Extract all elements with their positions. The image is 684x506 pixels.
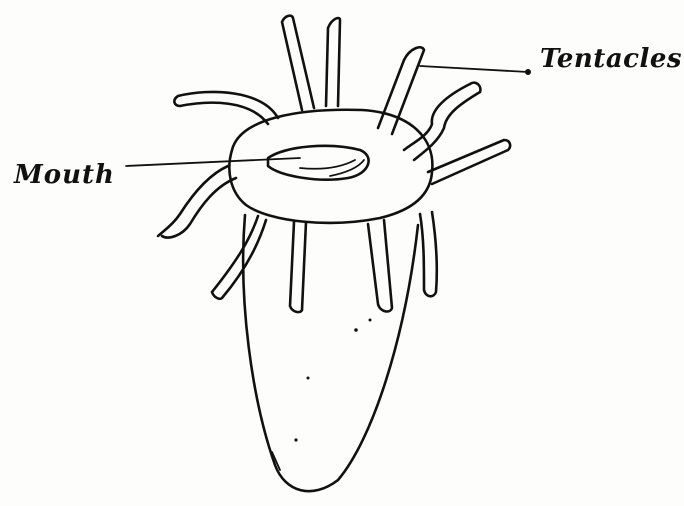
tentacle-6 <box>428 140 510 184</box>
tentacle-11 <box>420 212 437 296</box>
tentacle-7 <box>158 166 236 238</box>
mouth-label: Mouth <box>14 160 115 190</box>
mouth-shading <box>300 160 364 176</box>
tentacle-3 <box>378 47 424 134</box>
tentacle-2 <box>326 18 340 106</box>
tentacles-pointer-line <box>420 66 528 72</box>
mouth-pointer-line <box>126 158 300 166</box>
tentacle-1 <box>282 16 314 110</box>
tentacles-group <box>158 16 510 312</box>
tentacle-9 <box>290 222 306 312</box>
tentacle-8 <box>212 216 266 299</box>
tentacles-label: Tentacles <box>540 44 682 74</box>
hydra-body <box>243 215 418 491</box>
oral-disc <box>229 110 432 223</box>
tentacles-pointer-dot <box>525 69 531 75</box>
mouth-opening <box>268 146 369 180</box>
body-speckles <box>294 319 371 442</box>
tentacle-5 <box>404 83 480 160</box>
tentacle-10 <box>368 220 392 311</box>
tentacle-4 <box>174 92 278 124</box>
